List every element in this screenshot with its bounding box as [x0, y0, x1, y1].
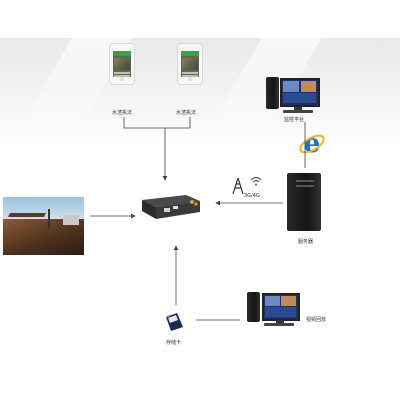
playback-pc-tower	[247, 292, 260, 322]
phone-left	[109, 43, 135, 85]
server-drive-bay	[296, 185, 314, 187]
sd-card-icon	[166, 313, 183, 331]
wifi-icon	[250, 176, 262, 186]
phone-left-label: 水渣执法	[112, 110, 133, 116]
server-drive-bay	[296, 180, 314, 182]
monitor-stand	[294, 107, 302, 110]
monitor-platform-label: 监控平台	[284, 117, 305, 123]
monitor-stand	[276, 320, 284, 323]
server-tower	[287, 173, 321, 231]
mobile-dvr-device	[142, 195, 200, 219]
antenna-tower-icon	[232, 177, 244, 195]
phone-right-screen	[181, 51, 199, 77]
monitor-platform-screen	[280, 78, 320, 107]
monitor-platform-tower	[266, 77, 279, 109]
cargo-photo	[3, 197, 84, 255]
keyboard	[264, 323, 294, 326]
server-label: 服务器	[298, 239, 314, 245]
phones-bracket-line	[123, 117, 191, 129]
network-label: 3G/4G	[244, 193, 260, 199]
phone-left-screen	[113, 51, 131, 77]
phone-right	[177, 43, 203, 85]
playback-pc-screen	[262, 293, 300, 321]
internet-explorer-icon: e	[299, 129, 325, 158]
storage-card-label: 存储卡	[166, 340, 182, 346]
phone-right-label: 水渣执法	[176, 110, 197, 116]
playback-label: 视频回放	[306, 317, 327, 323]
keyboard	[283, 110, 313, 113]
